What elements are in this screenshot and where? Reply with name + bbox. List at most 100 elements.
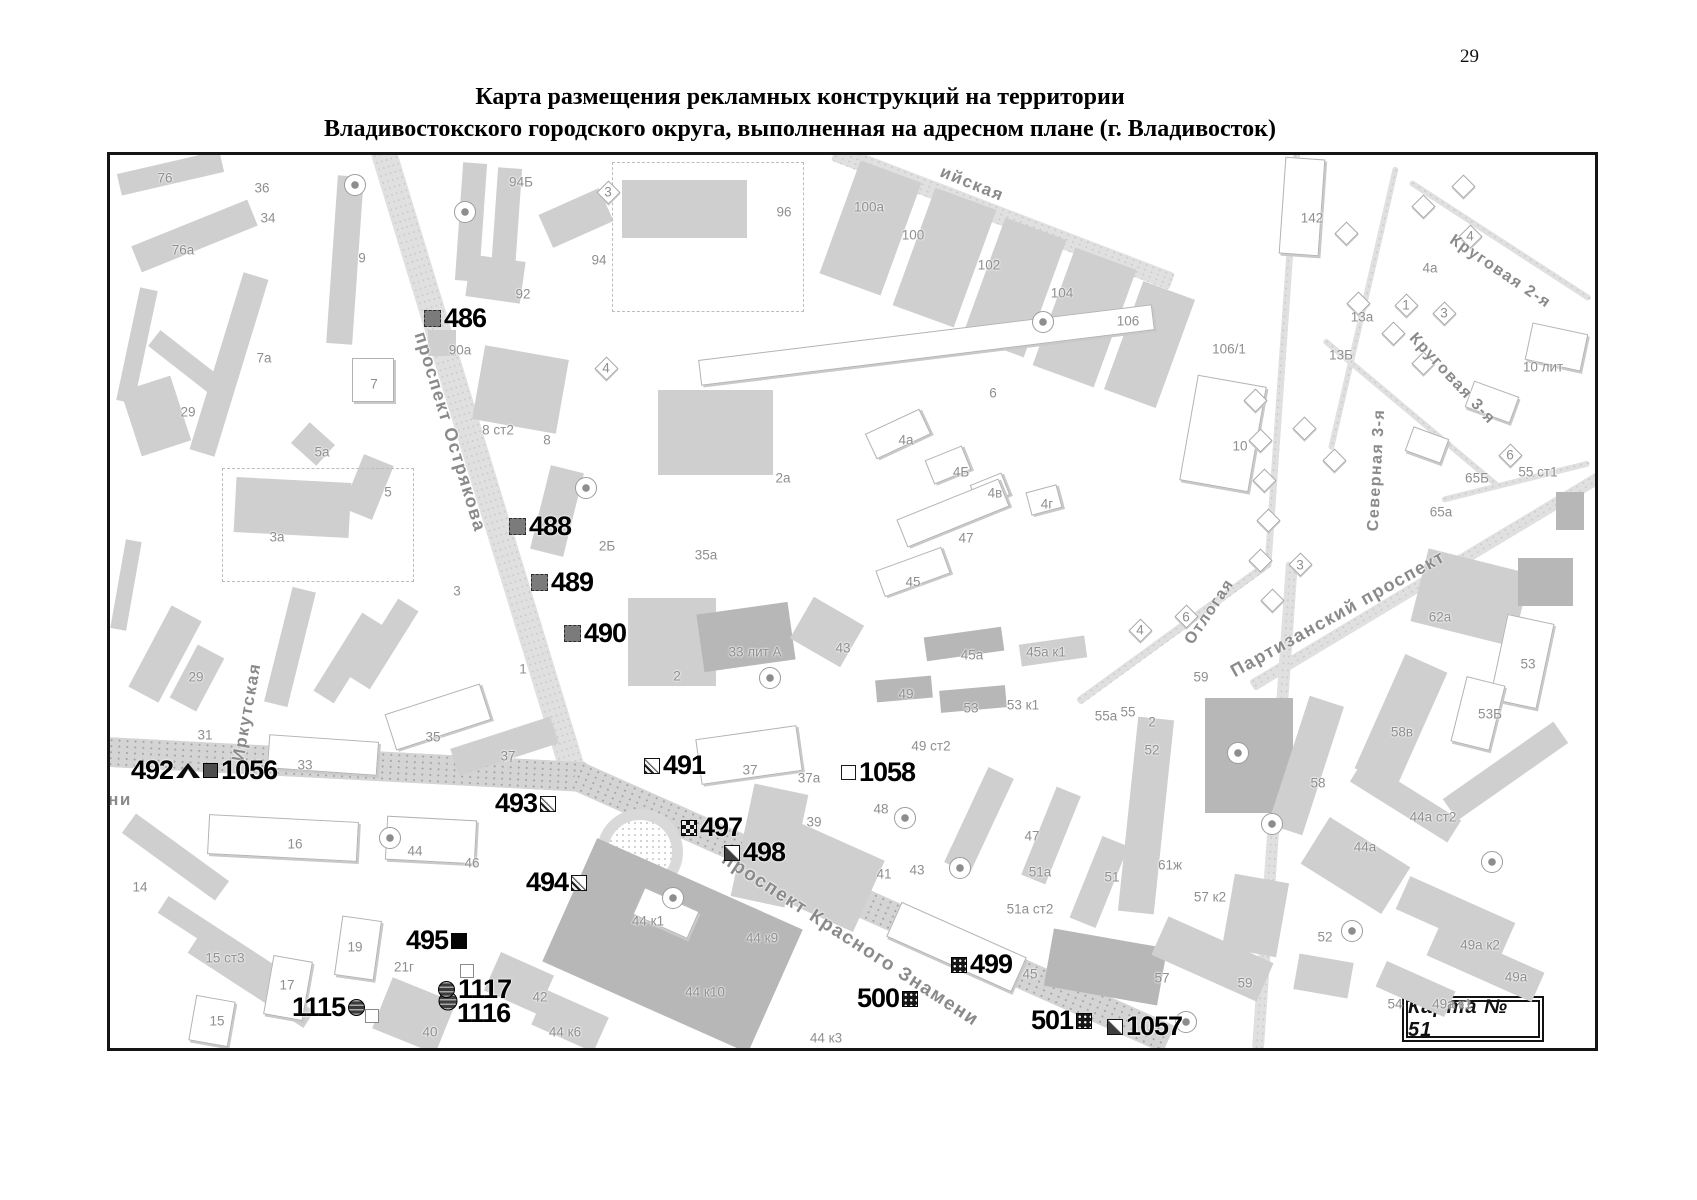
sq-dot-icon: [902, 990, 919, 1007]
building-label: 37: [500, 748, 516, 764]
circle-gray-icon: [454, 201, 476, 223]
building-label: 62а: [1428, 609, 1452, 625]
ad-marker-495: 495: [406, 925, 468, 955]
building-label: 55 ст1: [1518, 464, 1558, 480]
building-label: 42: [532, 989, 548, 1005]
building-label: 1: [519, 661, 527, 677]
ad-marker-label: 495: [406, 925, 449, 955]
ad-marker-label: 486: [444, 303, 487, 333]
building-label: 4а: [1422, 260, 1438, 276]
building-label: 43: [909, 862, 925, 878]
ad-marker-1117: 1117: [438, 974, 512, 1004]
building-label: 33: [297, 757, 313, 773]
building-label: 2Б: [598, 538, 616, 554]
building-label: 53: [1520, 656, 1536, 672]
ad-marker-1115: 1115: [292, 994, 366, 1021]
building-label: 90а: [448, 342, 472, 358]
building-label: 29: [180, 404, 196, 420]
building-label: 15: [209, 1013, 225, 1029]
building-label: 5: [384, 484, 392, 500]
circle-gray-icon: [344, 174, 366, 196]
building-shape: [1322, 448, 1347, 473]
building-shape: [1293, 953, 1354, 999]
building-label: 44 к6: [548, 1024, 582, 1040]
building-shape: [875, 546, 951, 598]
building-label: 53: [963, 700, 979, 716]
building-label: 8: [543, 432, 551, 448]
building-label: 65Б: [1465, 470, 1489, 486]
building-label: 47: [1024, 828, 1040, 844]
building-label: 92: [515, 286, 531, 302]
building-label: 41: [876, 866, 892, 882]
street-label: Северная 3-я: [1364, 408, 1389, 532]
building-label: 45: [905, 574, 921, 590]
ad-marker-499: 499: [951, 951, 1013, 978]
building-label: 76а: [171, 242, 195, 258]
building-label: 39: [806, 814, 822, 830]
circle-gray-icon: [1032, 311, 1054, 333]
building-label: 2: [673, 668, 681, 684]
building-label: 10: [1232, 438, 1248, 454]
building-label: 44 к9: [745, 930, 779, 946]
building-shape: [1278, 156, 1326, 257]
building-label: 49а к1: [1432, 996, 1472, 1012]
ad-marker-1057: 1057: [1107, 1011, 1183, 1041]
building-label: 3а: [269, 529, 285, 545]
building-label: 6: [1182, 609, 1190, 625]
building-label: 100а: [853, 199, 885, 215]
building-label: 15 ст3: [205, 950, 245, 966]
building-label: 44 к1: [631, 913, 665, 929]
building-label: 6: [989, 385, 997, 401]
street-label: Круговая 3-я: [1405, 329, 1499, 428]
building-label: 53 к1: [1006, 697, 1040, 713]
building-label: 2а: [775, 470, 791, 486]
circle-gray-icon: [1175, 1011, 1197, 1033]
building-shape: [472, 345, 569, 434]
building-label: 44 к3: [809, 1030, 843, 1046]
ad-marker-497: 497: [681, 812, 743, 842]
building-label: 94Б: [509, 174, 533, 190]
building-shape: [1300, 817, 1411, 914]
sq-half-icon: [1107, 1018, 1123, 1035]
building-label: 4Б: [952, 464, 970, 480]
building-shape: [622, 180, 747, 238]
ad-marker-488: 488: [509, 511, 572, 541]
building-label: 21г: [394, 959, 414, 975]
building-label: 59: [1237, 975, 1253, 991]
circle-gray-icon: [949, 857, 971, 879]
building-label: 35а: [694, 547, 718, 563]
sq-hatch-icon: [644, 757, 660, 774]
building-label: 36: [254, 180, 270, 196]
building-label: 44: [407, 843, 423, 859]
building-label: 4а: [898, 432, 914, 448]
map-zone-outline: [222, 468, 414, 582]
building-label: 3: [453, 583, 461, 599]
building-label: 142: [1300, 210, 1324, 226]
ad-marker-label: 1058: [859, 757, 916, 787]
ad-marker-label: 497: [700, 812, 743, 842]
building-label: 61ж: [1157, 857, 1183, 873]
building-label: 7: [370, 376, 378, 392]
sq-dot-icon: [1076, 1012, 1093, 1029]
ad-marker-489: 489: [531, 569, 594, 596]
building-label: 2: [1148, 714, 1156, 730]
circle-gray-icon: [379, 827, 401, 849]
ad-marker-label: 488: [529, 511, 572, 541]
building-shape: [696, 601, 796, 673]
ad-marker-label: 1117: [458, 974, 512, 1004]
building-label: 100: [901, 227, 925, 243]
building-label: 104: [1050, 285, 1074, 301]
ad-marker-label: 1057: [1126, 1011, 1183, 1041]
building-label: 4: [602, 360, 610, 376]
building-label: 51а: [1028, 864, 1052, 880]
circle-gray-icon: [1341, 920, 1363, 942]
building-label: 43: [835, 640, 851, 656]
ad-marker-label: 498: [743, 837, 786, 867]
building-label: 106: [1116, 313, 1140, 329]
ad-marker-1116: 1116: [457, 1000, 511, 1027]
building-shape: [789, 596, 865, 668]
building-label: 96: [776, 204, 792, 220]
building-label: 31: [197, 727, 213, 743]
sq-dark-icon: [203, 763, 219, 778]
